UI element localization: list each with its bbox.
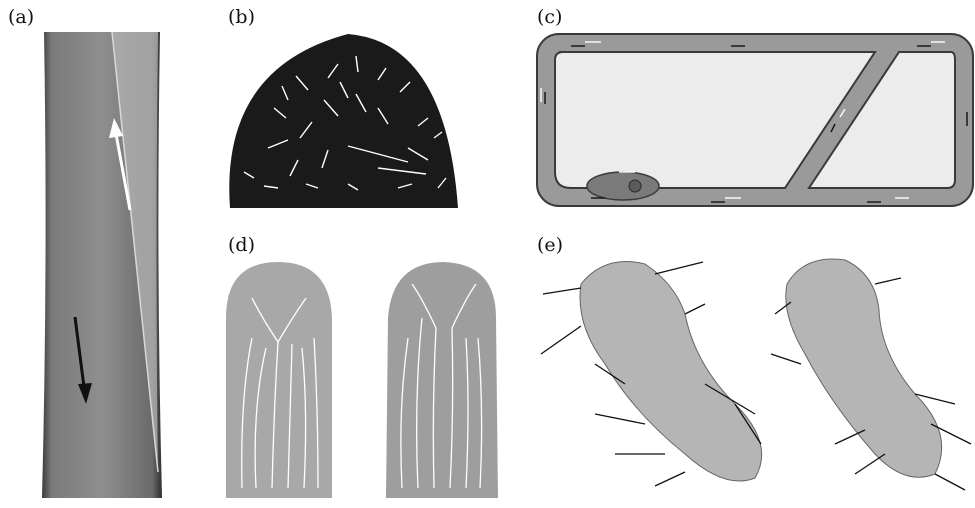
panel-c-nucleus-region <box>587 172 659 200</box>
panel-label-b: (b) <box>228 8 255 27</box>
panel-c-svg <box>535 32 975 210</box>
panel-e-tissue-left <box>580 262 762 482</box>
panel-label-c: (c) <box>537 8 562 27</box>
panel-d-cells-image <box>222 258 514 500</box>
panel-c-nucleus <box>629 180 641 192</box>
panel-label-e: (e) <box>537 236 563 255</box>
panel-e-tissue-right <box>786 259 942 477</box>
panel-e-tissue-image <box>535 254 973 502</box>
panel-c-cell-diagram <box>535 32 975 210</box>
panel-b-svg <box>228 28 460 212</box>
panel-e-svg <box>535 254 973 502</box>
panel-b-dome-image <box>228 28 460 212</box>
panel-label-a: (a) <box>8 8 34 27</box>
panel-d-svg <box>222 258 514 500</box>
panel-a-svg <box>38 32 166 498</box>
panel-a-cell-image <box>38 32 166 498</box>
panel-label-d: (d) <box>228 236 255 255</box>
